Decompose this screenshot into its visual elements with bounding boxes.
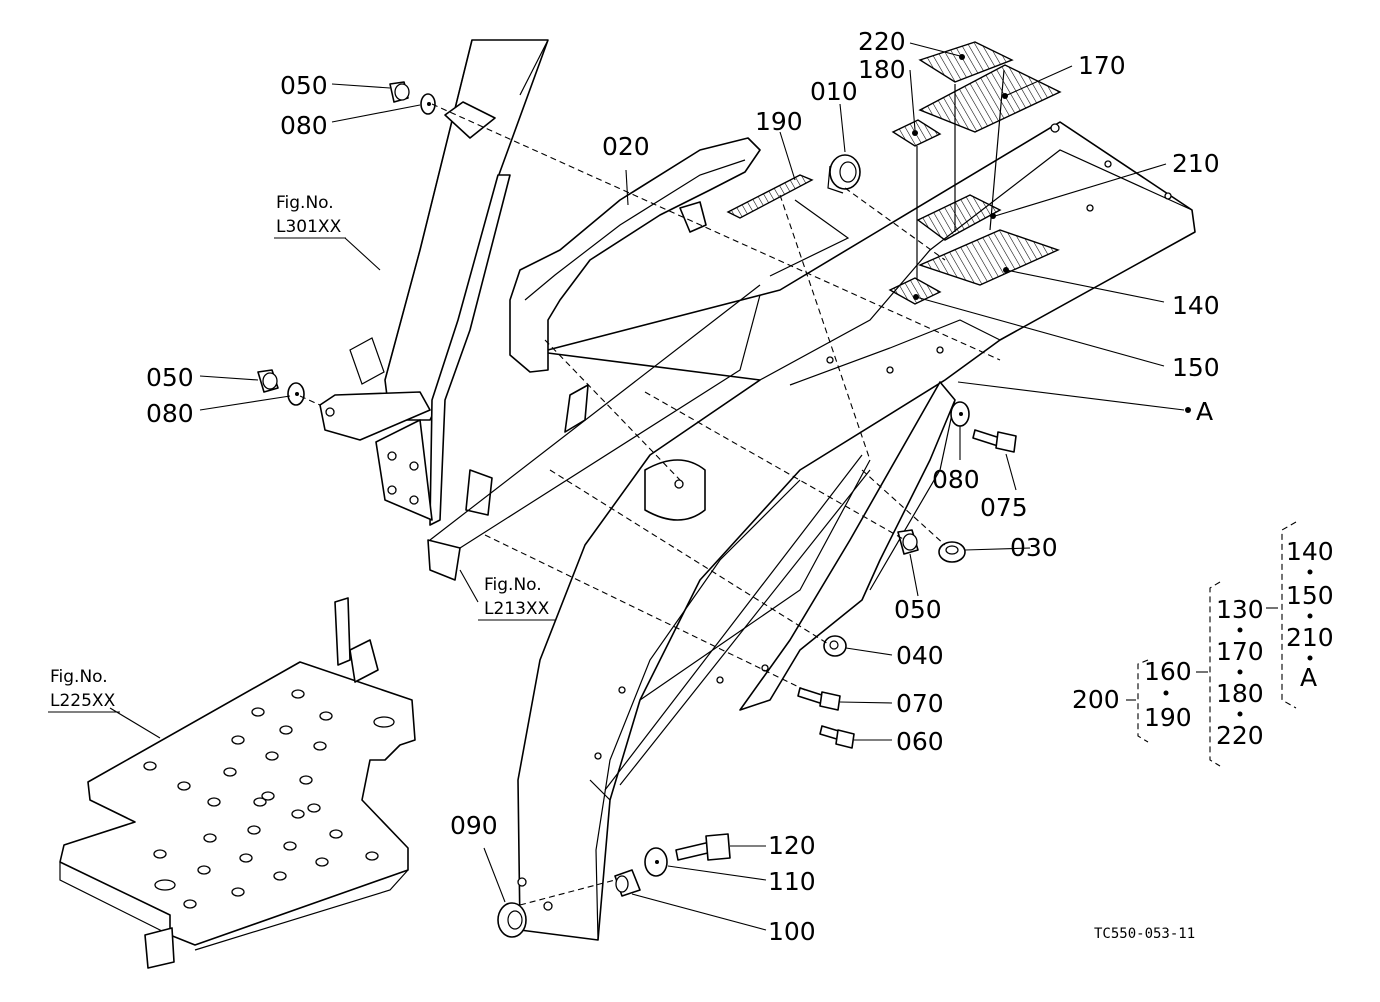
callout-080-right: 080 xyxy=(932,465,980,494)
fig-ref-L225XX-line1: Fig.No. xyxy=(50,667,108,687)
platform-hole xyxy=(143,761,157,771)
rops-frame xyxy=(319,39,549,526)
tree-l3-A: A xyxy=(1300,663,1317,692)
callout-080-top: 080 xyxy=(280,111,328,140)
callout-090: 090 xyxy=(450,811,498,840)
callout-220: 220 xyxy=(858,27,906,56)
decals xyxy=(726,41,1062,305)
tree-l2-170: 170 xyxy=(1216,637,1264,666)
fig-ref-L301XX-line1: Fig.No. xyxy=(276,193,334,213)
platform-hole xyxy=(197,865,211,875)
platform-hole xyxy=(307,803,321,813)
tree-l1-160: 160 xyxy=(1144,657,1192,686)
platform-hole xyxy=(251,707,265,717)
tree-l3-150: 150 xyxy=(1286,581,1334,610)
platform-hole xyxy=(291,689,305,699)
step-platform xyxy=(59,597,416,969)
platform-hole xyxy=(365,851,379,861)
platform-hole xyxy=(329,829,343,839)
callout-010: 010 xyxy=(810,77,858,106)
platform-hole xyxy=(203,833,217,843)
callout-060: 060 xyxy=(896,727,944,756)
callout-050-mid: 050 xyxy=(146,363,194,392)
callout-190: 190 xyxy=(755,107,803,136)
tree-l3-140: 140 xyxy=(1286,537,1334,566)
platform-hole xyxy=(207,797,221,807)
callout-170: 170 xyxy=(1078,51,1126,80)
fig-ref-L301XX-line2: L301XX xyxy=(276,217,342,237)
callout-120: 120 xyxy=(768,831,816,860)
figure-references: Fig.No. L301XX Fig.No. L213XX Fig.No. L2… xyxy=(48,193,556,713)
fig-ref-L213XX-line1: Fig.No. xyxy=(484,575,542,595)
callout-110: 110 xyxy=(768,867,816,896)
platform-hole xyxy=(265,751,279,761)
callout-075: 075 xyxy=(980,493,1028,522)
fender-panel xyxy=(517,121,1196,941)
platform-hole xyxy=(299,775,313,785)
callout-A: A xyxy=(1196,397,1213,426)
fasteners xyxy=(257,81,1017,938)
platform-hole xyxy=(279,725,293,735)
callout-140: 140 xyxy=(1172,291,1220,320)
platform-hole xyxy=(319,711,333,721)
tree-l2-130: 130 xyxy=(1216,595,1264,624)
tree-l1-190: 190 xyxy=(1144,703,1192,732)
platform-hole xyxy=(177,781,191,791)
callout-050-top: 050 xyxy=(280,71,328,100)
platform-hole xyxy=(231,735,245,745)
platform-hole xyxy=(291,809,305,819)
callout-150: 150 xyxy=(1172,353,1220,382)
fender-inner-panel xyxy=(739,381,956,711)
tree-l2-220: 220 xyxy=(1216,721,1264,750)
callout-050-low: 050 xyxy=(894,595,942,624)
platform-hole xyxy=(239,853,253,863)
assembly-tree: 200 160 190 130 170 180 220 140 150 210 … xyxy=(1072,521,1334,767)
callout-100: 100 xyxy=(768,917,816,946)
platform-hole xyxy=(273,871,287,881)
tree-root-200: 200 xyxy=(1072,685,1120,714)
platform-hole xyxy=(253,797,267,807)
platform-hole xyxy=(153,849,167,859)
platform-hole xyxy=(283,841,297,851)
tree-l3-210: 210 xyxy=(1286,623,1334,652)
fig-ref-L213XX-line2: L213XX xyxy=(484,599,550,619)
callout-030: 030 xyxy=(1010,533,1058,562)
callout-180: 180 xyxy=(858,55,906,84)
platform-hole xyxy=(313,741,327,751)
mount-brackets xyxy=(427,284,761,581)
platform-hole xyxy=(231,887,245,897)
platform-hole xyxy=(315,857,329,867)
drawing-code: TC550-053-11 xyxy=(1094,926,1195,942)
assembly-lines xyxy=(299,103,1001,906)
callout-labels: 220 180 170 010 190 020 050 080 210 140 … xyxy=(146,27,1220,946)
callout-040: 040 xyxy=(896,641,944,670)
fig-ref-L225XX-line2: L225XX xyxy=(50,691,116,711)
leader-lines xyxy=(109,42,1191,931)
platform-hole xyxy=(223,767,237,777)
tree-l2-180: 180 xyxy=(1216,679,1264,708)
callout-070: 070 xyxy=(896,689,944,718)
platform-hole xyxy=(247,825,261,835)
callout-210: 210 xyxy=(1172,149,1220,178)
platform-hole xyxy=(261,791,275,801)
callout-080-mid: 080 xyxy=(146,399,194,428)
callout-020: 020 xyxy=(602,132,650,161)
platform-hole xyxy=(183,899,197,909)
